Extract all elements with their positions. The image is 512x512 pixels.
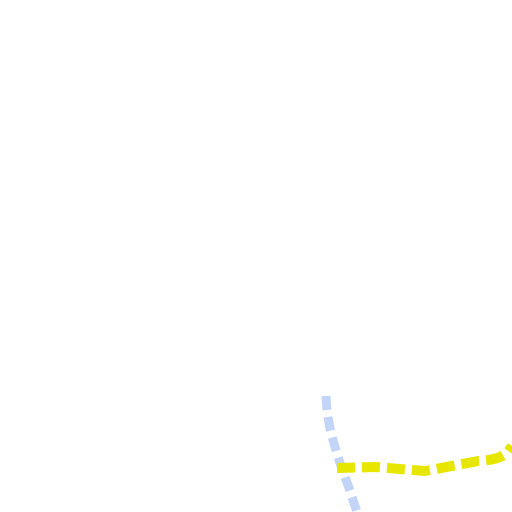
blue-dashed-route[interactable] [321,395,362,512]
yellow-dashed-route[interactable] [336,443,512,476]
